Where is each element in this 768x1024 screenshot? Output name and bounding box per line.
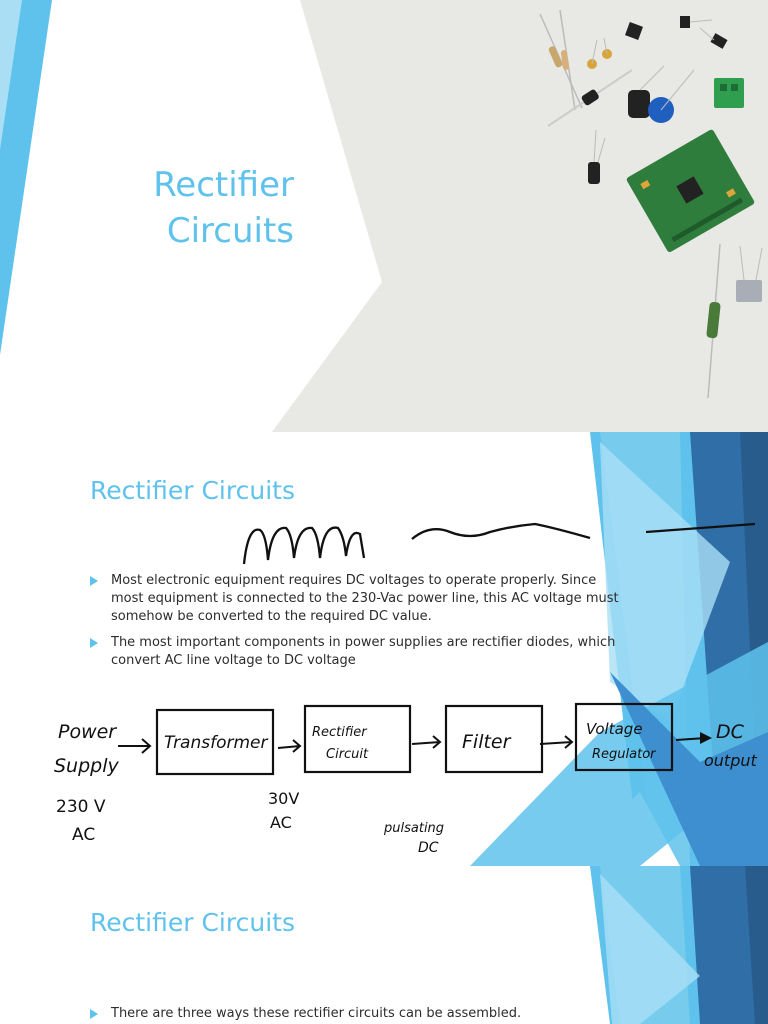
filtered-waveform [411,522,591,540]
content-slide: Rectifier Circuits Most electronic equip… [0,432,768,866]
flow-arrows [118,735,707,754]
title-line-1: Rectifier [153,165,294,205]
power-supply-block-diagram: Power Supply 230 V AC Transformer Rectif… [54,702,758,856]
regulator-label-2: Regulator [592,747,657,762]
transformer-block [155,708,275,776]
pulsating-dc-waveform [242,526,366,565]
list-item: The most important components in power s… [90,634,620,670]
components-illustration [539,9,763,399]
slide-heading: Rectifier Circuits [90,908,295,937]
bullet-list: Most electronic equipment requires DC vo… [90,572,620,678]
left-accent-light-shape [0,0,22,150]
waveform-sketches [242,522,756,565]
dc-output-line [645,522,756,534]
output-label-dc: DC [716,721,745,743]
pulsating-unit: DC [418,840,439,856]
rectifier-label-2: Circuit [326,747,369,762]
input-voltage-label: 230 V [56,797,106,817]
regulator-label-1: Voltage [586,720,643,738]
content-slide-background [470,432,768,866]
transformer-label: Transformer [164,733,268,753]
bullet-list: There are three ways these rectifier cir… [90,1005,620,1024]
bullet-arrow-icon [90,1009,98,1019]
content-slide-2-background [590,866,768,1024]
stage-voltage-unit: AC [270,813,292,832]
pulsating-label: pulsating [383,821,444,836]
regulator-block [574,702,674,772]
output-arrowhead-icon [700,732,712,744]
input-label-supply: Supply [54,755,120,777]
list-item: There are three ways these rectifier cir… [90,1005,620,1023]
stage-voltage-label: 30V [268,789,299,808]
bullet-arrow-icon [90,576,98,586]
left-accent-shape [0,0,52,355]
rectifier-label-1: Rectifier [312,725,368,740]
title-slide: Rectifier Circuits [0,0,768,432]
rectifier-block [303,704,412,774]
title-slide-background [0,0,768,432]
input-voltage-unit: AC [72,825,95,845]
output-label-output: output [704,751,758,770]
input-label-power: Power [58,721,117,743]
list-item: Most electronic equipment requires DC vo… [90,572,620,626]
bullet-arrow-icon [90,638,98,648]
filter-block [444,704,544,774]
slide-title: Rectifier Circuits [153,162,294,254]
slide-heading: Rectifier Circuits [90,476,295,505]
title-line-2: Circuits [166,211,294,251]
filter-label: Filter [462,731,512,753]
content-slide-2: Rectifier Circuits There are three ways … [0,866,768,1024]
